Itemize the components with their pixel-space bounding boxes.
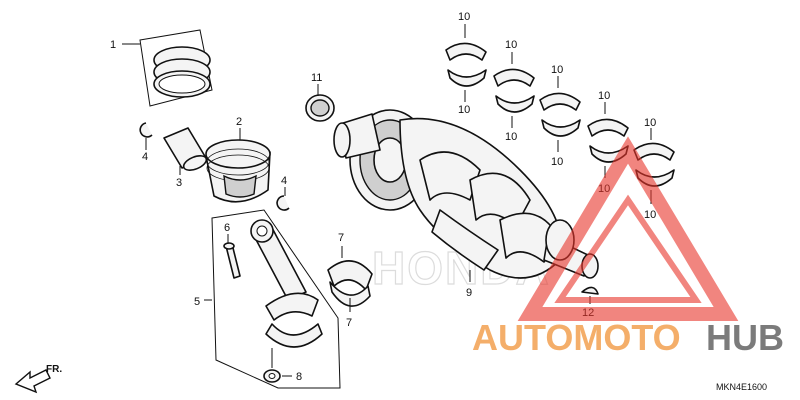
needle-bearing [305,84,335,122]
callout-10b: 10 [458,104,470,116]
callout-7a: 7 [338,232,344,244]
watermark-site-name: AUTOMOTO [472,317,681,358]
connecting-rod-bearing [327,246,373,312]
main-bearing-pair-3 [539,76,581,152]
callout-5: 5 [194,296,200,308]
piston [205,128,271,203]
callout-10i: 10 [644,117,656,129]
callout-1: 1 [110,39,116,51]
watermark-site-suffix: HUB [706,317,784,358]
connecting-rod-nut [263,348,292,383]
front-direction-label: FR. [46,364,62,375]
piston-pin-clip [139,122,153,150]
main-bearing-pair-2 [493,52,535,128]
diagram-code: MKN4E1600 [716,382,767,392]
main-bearing-pair-1 [445,24,487,102]
callout-9: 9 [466,287,472,299]
callout-10f: 10 [551,156,563,168]
callout-10c: 10 [505,39,517,51]
callout-3: 3 [176,177,182,189]
callout-labels: 1 2 3 4 4 5 6 7 7 8 9 10 10 10 10 10 10 … [110,11,656,383]
piston-ring-set [122,29,213,107]
front-direction-indicator: FR. [14,364,62,394]
callout-10e: 10 [551,64,563,76]
watermark-triangle-logo [517,136,739,321]
callout-10d: 10 [505,131,517,143]
callout-10j: 10 [644,209,656,221]
callout-6: 6 [224,222,230,234]
crankshaft [333,109,599,282]
callout-7b: 7 [346,317,352,329]
piston-pin [163,127,208,175]
automotohub-watermark: AUTOMOTO HUB [472,136,784,358]
callout-10a: 10 [458,11,470,23]
callout-2: 2 [236,116,242,128]
piston-pin-clip [276,187,290,211]
connecting-rod-assembly [204,209,341,389]
callout-10g: 10 [598,90,610,102]
callout-8: 8 [296,371,302,383]
callout-4a: 4 [142,151,148,163]
callout-11: 11 [311,72,322,84]
callout-4b: 4 [281,175,287,187]
